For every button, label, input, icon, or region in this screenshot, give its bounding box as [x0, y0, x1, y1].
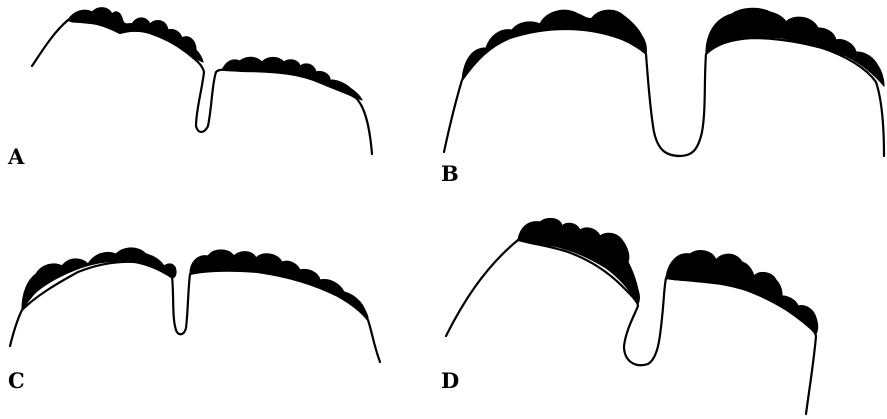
panel-d-outline — [446, 240, 816, 414]
panel-c-outline — [10, 262, 380, 362]
panel-a-outline — [32, 20, 372, 154]
panel-b-left-lobe-band — [462, 10, 646, 80]
panel-b-outline — [444, 29, 884, 156]
panel-d-drawing — [446, 219, 818, 414]
panel-a-right-lobe-band — [222, 57, 362, 100]
panel-b-drawing — [444, 8, 884, 156]
panel-d-label: D — [441, 370, 459, 391]
panel-c-right-lobe-band — [190, 250, 368, 318]
panel-b-label: B — [441, 163, 459, 184]
panel-a-left-lobe-band — [68, 8, 203, 62]
panel-d-left-lobe-band — [518, 219, 640, 304]
panel-a-drawing — [32, 8, 372, 154]
panel-c-drawing — [10, 248, 380, 362]
panel-d-right-lobe-band — [666, 251, 818, 334]
panel-a-label: A — [8, 146, 24, 167]
panel-b-right-lobe-band — [706, 8, 884, 86]
panel-c-left-lobe-band — [22, 248, 176, 310]
panel-c-label: C — [8, 370, 25, 391]
